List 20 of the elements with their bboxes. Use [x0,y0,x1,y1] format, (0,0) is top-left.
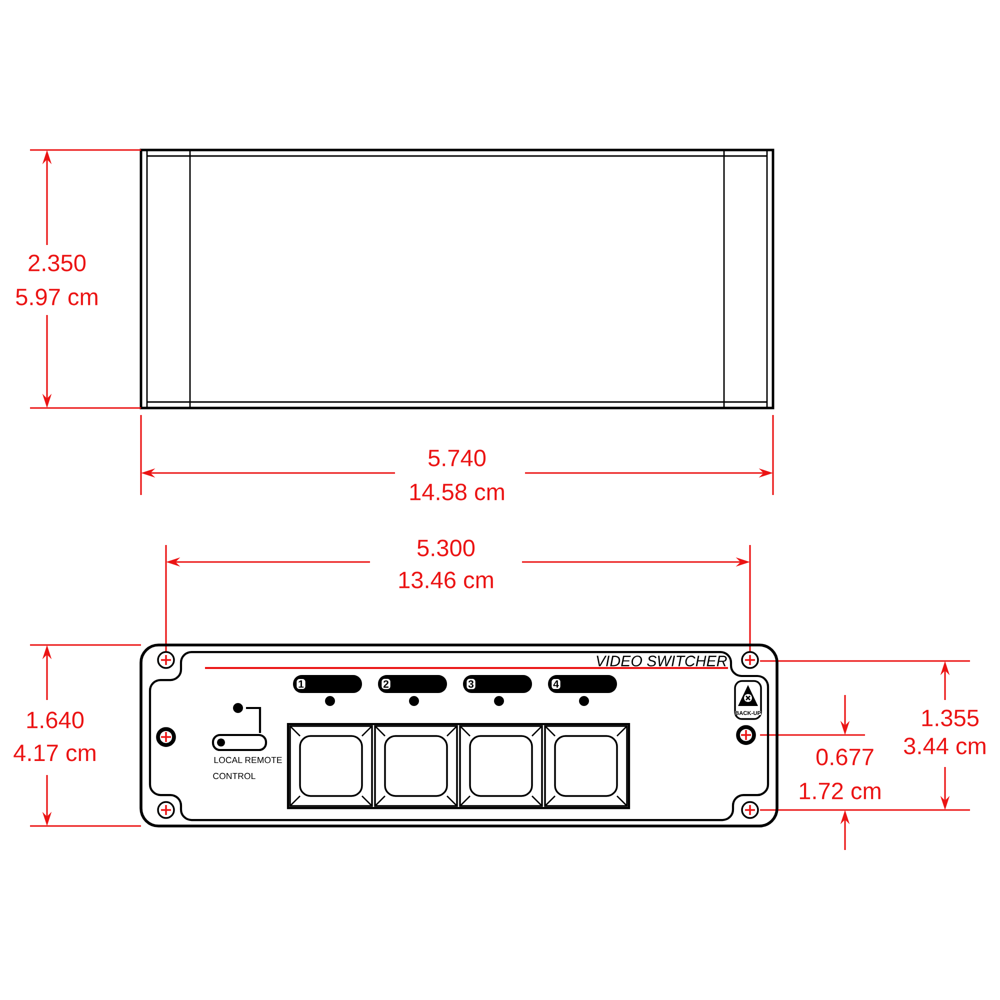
dimension-text: 5.300 [417,540,475,556]
channel-badge: 2 [378,675,447,693]
dimension-text: 0.677 [816,748,874,766]
dimension-text: 5.740 [428,450,486,466]
dimension-text: 2.350 [28,254,86,272]
switch-label: REMOTE [245,756,282,764]
dimension-text: 14.58 cm [410,484,504,500]
dimension-text: 5.97 cm [16,288,98,306]
dimension-text: 1.355 [922,710,979,726]
dimension-text: 13.46 cm [399,572,493,588]
switch-label: LOCAL [214,756,242,764]
switch-label: CONTROL [213,772,256,780]
dimension-text: 1.72 cm [800,782,880,800]
channel-badge: 1 [293,675,362,693]
panel-title: VIDEO SWITCHER [596,656,727,666]
dimension-text: 3.44 cm [904,738,986,754]
dimension-text: 4.17 cm [14,744,96,762]
channel-badge: 4 [548,675,617,693]
channel-badge: 3 [463,675,532,693]
dimension-text: 1.640 [27,712,84,728]
